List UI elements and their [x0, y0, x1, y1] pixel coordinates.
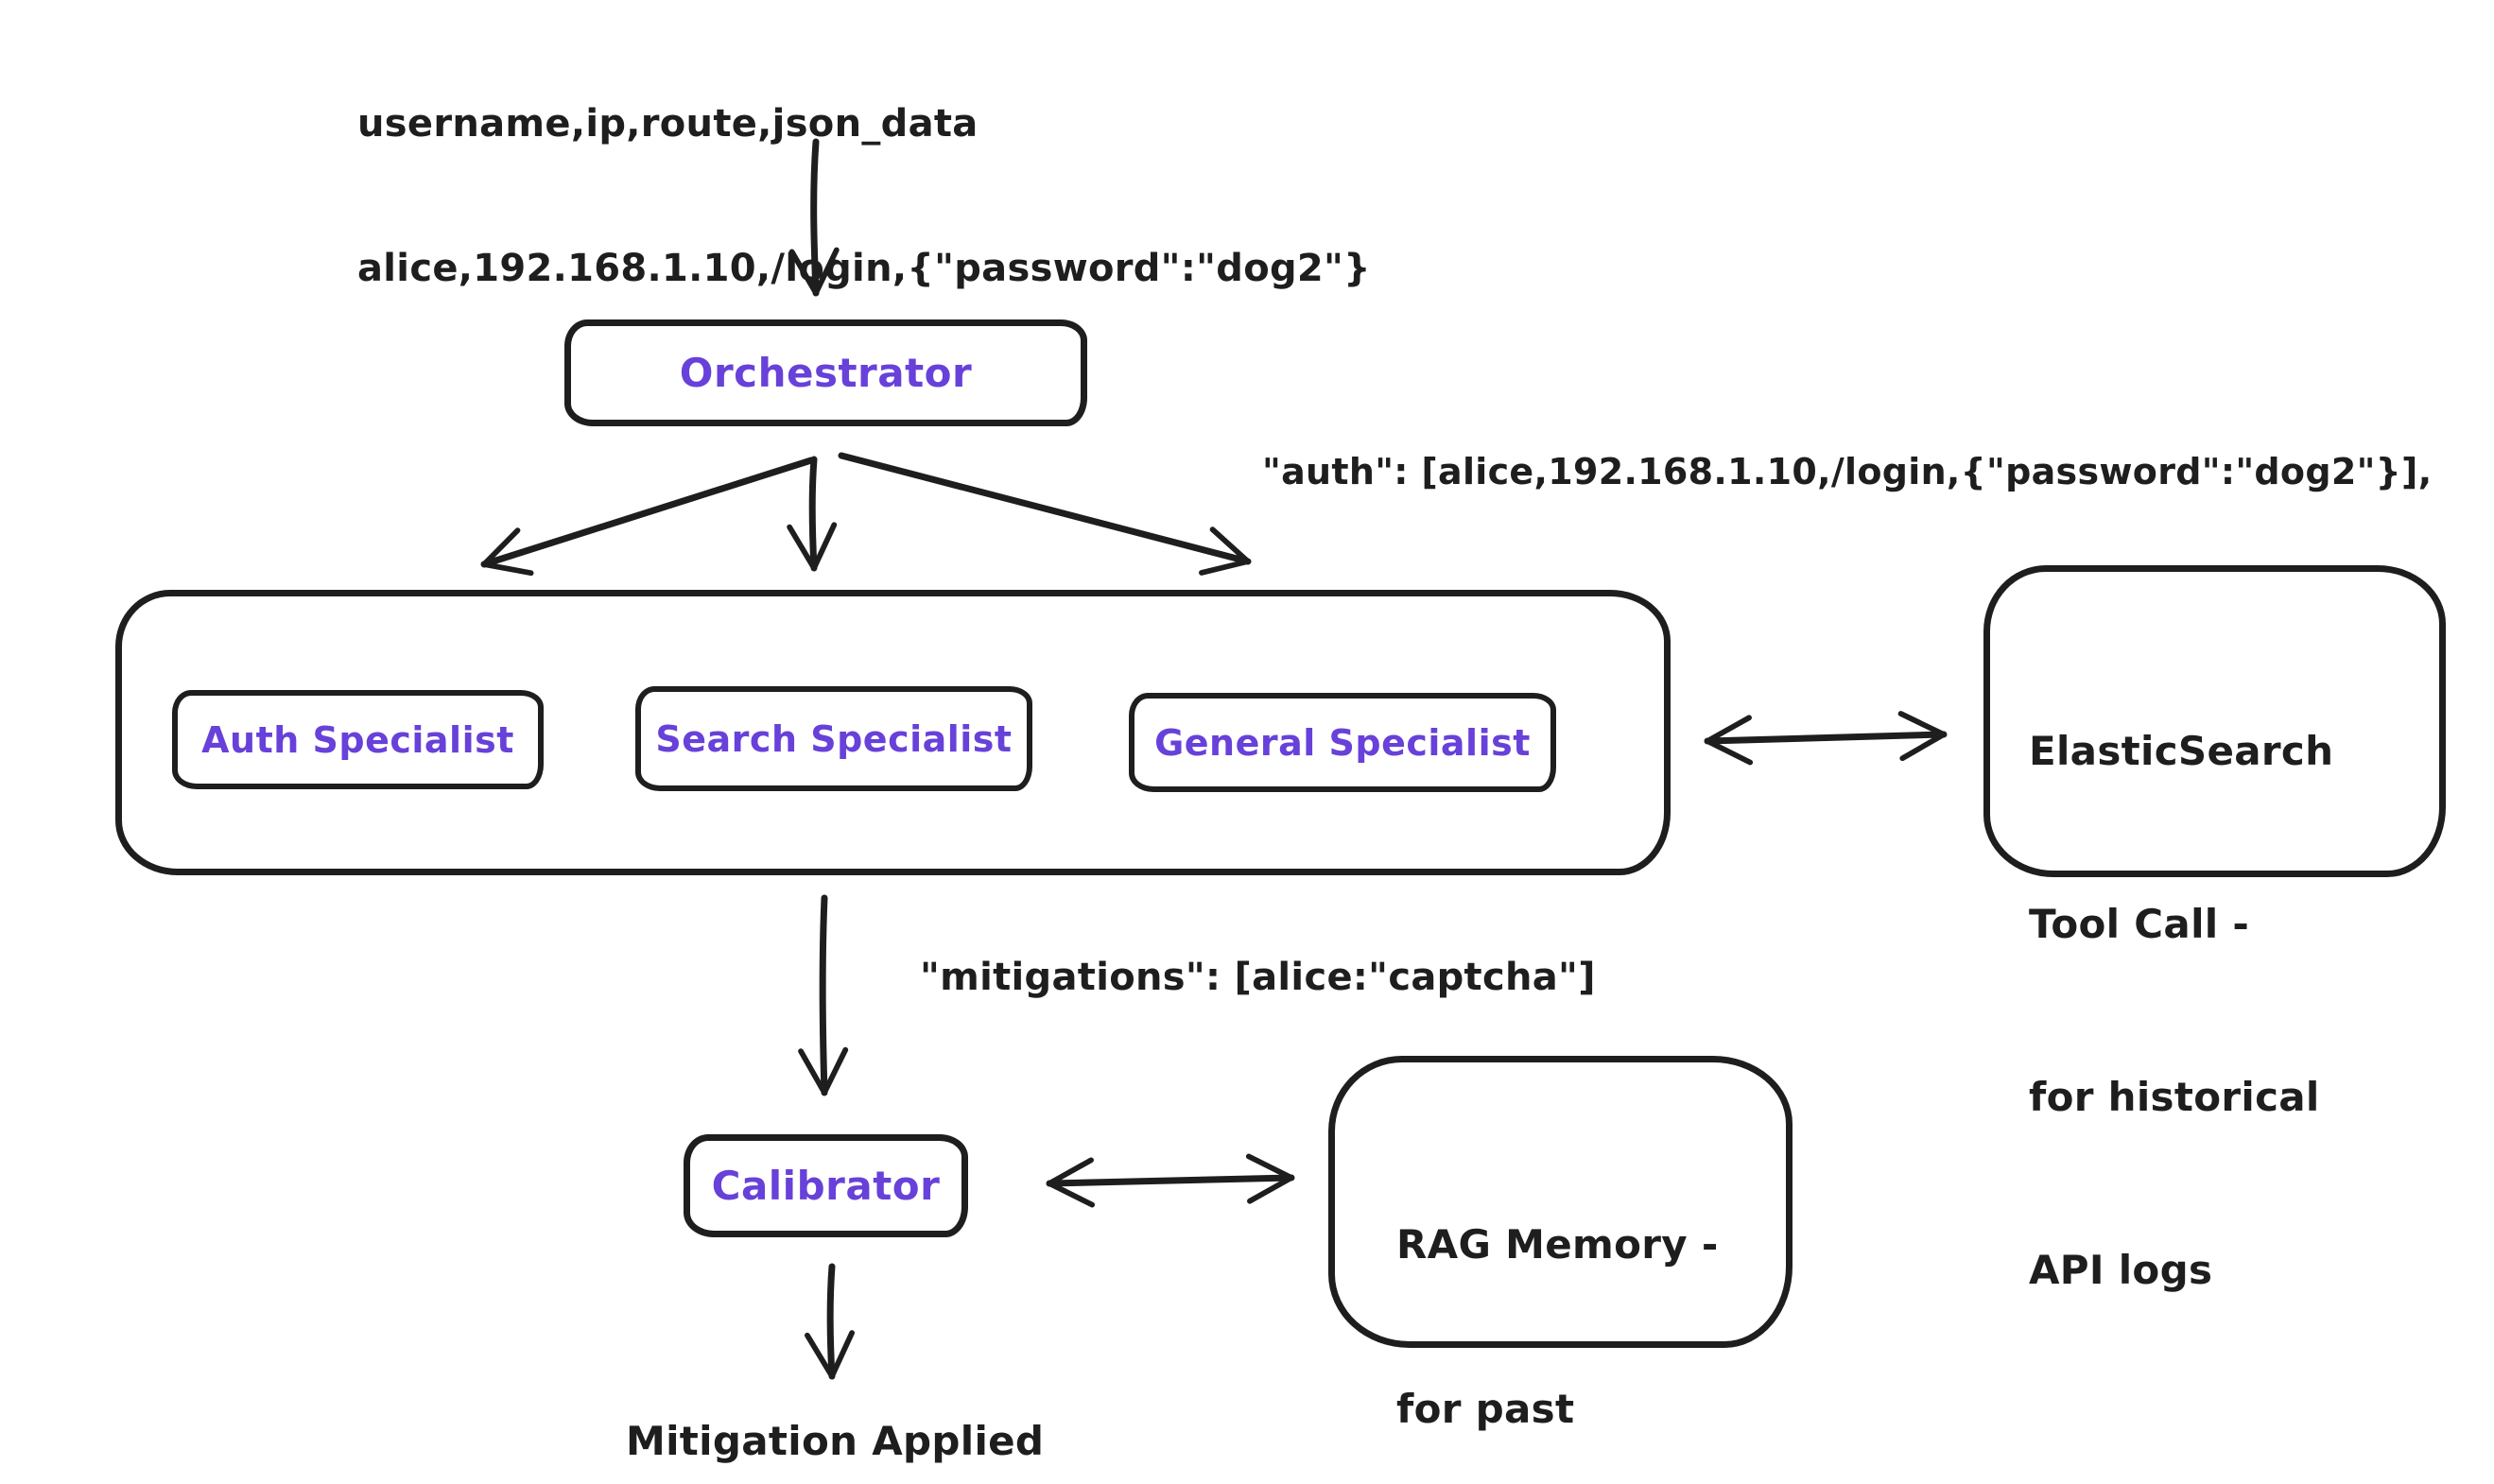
- routing-note-line1: "auth": [alice,192.168.1.10,/login,{"pas…: [1262, 451, 2433, 492]
- input-arrow: [788, 138, 840, 297]
- input-data-note-line2: alice,192.168.1.10,/login,{"password":"d…: [357, 247, 1371, 290]
- calibrator-arrow: [798, 894, 849, 1096]
- elasticsearch-note-line4: API logs: [2029, 1247, 2213, 1293]
- auth-specialist-node: Auth Specialist: [172, 690, 544, 789]
- rag-memory-note-line1: RAG Memory -: [1396, 1221, 1719, 1268]
- input-data-note: username,ip,route,json_data alice,192.16…: [357, 4, 1371, 389]
- search-specialist-node: Search Specialist: [635, 686, 1032, 791]
- general-specialist-label: General Specialist: [1154, 721, 1531, 764]
- orchestrator-node: Orchestrator: [564, 319, 1087, 426]
- orchestrator-fan-arrow-left: [480, 457, 815, 577]
- rag-memory-node: [1328, 1056, 1793, 1348]
- rag-memory-note: RAG Memory - for past mitigations: [1396, 1108, 1719, 1484]
- output-arrow: [805, 1263, 856, 1380]
- orchestrator-fan-arrow-middle: [787, 456, 838, 572]
- input-data-note-line1: username,ip,route,json_data: [357, 102, 979, 146]
- calibrator-label: Calibrator: [711, 1163, 941, 1209]
- elasticsearch-link-arrow: [1704, 711, 1948, 766]
- auth-specialist-label: Auth Specialist: [201, 718, 514, 761]
- calibrator-node: Calibrator: [684, 1134, 968, 1237]
- rag-memory-note-line2: for past: [1396, 1386, 1575, 1432]
- rag-link-arrow: [1046, 1153, 1295, 1208]
- output-note: Mitigation Applied: [626, 1418, 1045, 1464]
- general-specialist-node: General Specialist: [1129, 693, 1556, 792]
- search-specialist-label: Search Specialist: [655, 717, 1013, 760]
- elasticsearch-note-line2: Tool Call -: [2029, 901, 2250, 947]
- elasticsearch-node: [1983, 565, 2446, 877]
- orchestrator-label: Orchestrator: [679, 350, 973, 396]
- elasticsearch-note: ElasticSearch Tool Call - for historical…: [2029, 607, 2333, 1414]
- elasticsearch-note-line1: ElasticSearch: [2029, 728, 2334, 774]
- elasticsearch-note-line3: for historical: [2029, 1074, 2320, 1120]
- mitigations-note: "mitigations": [alice:"captcha"]: [920, 956, 1596, 999]
- orchestrator-fan-arrow-right: [838, 452, 1252, 576]
